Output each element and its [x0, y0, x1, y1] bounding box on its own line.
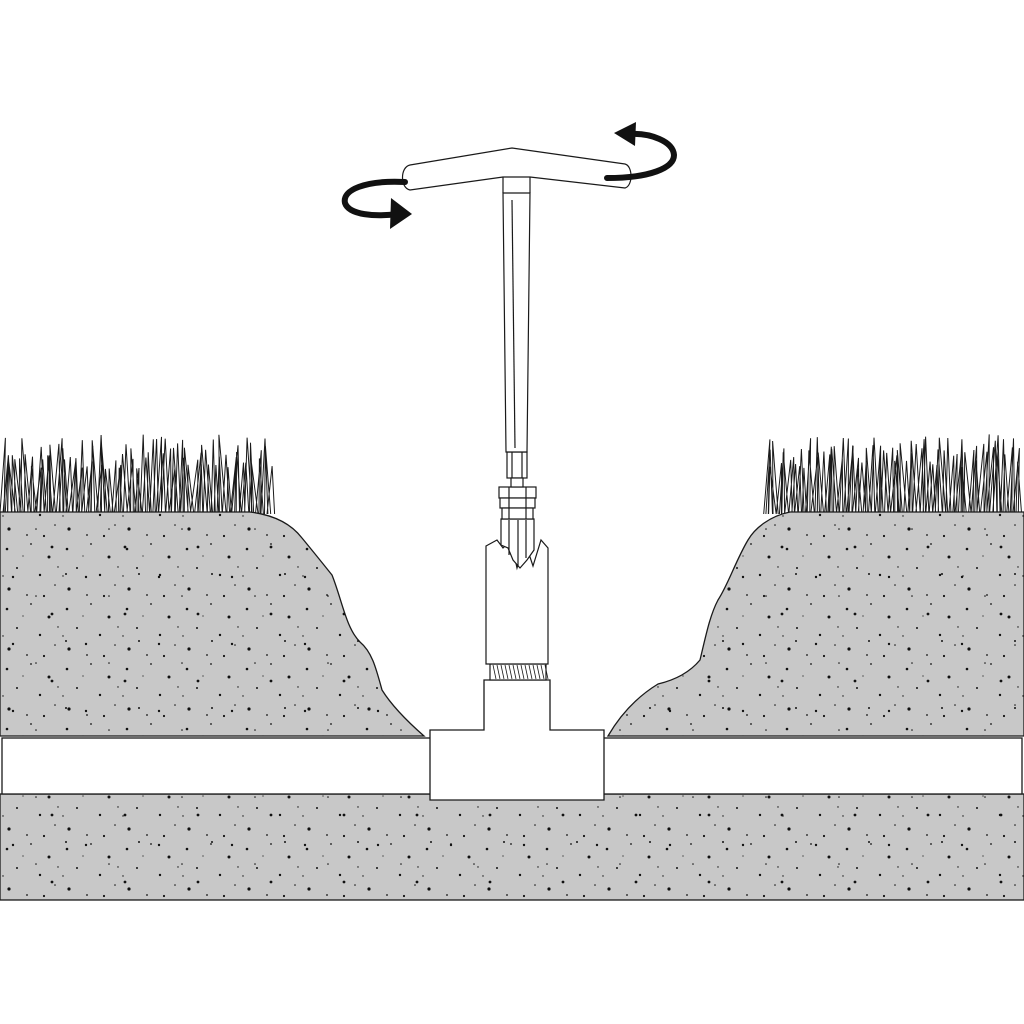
soil-left-bank — [0, 511, 426, 737]
rotation-arrow-left — [341, 178, 412, 229]
t-handle-wrench — [401, 147, 632, 569]
grass-left — [0, 434, 276, 515]
tee-fitting — [429, 679, 605, 801]
grass-right — [763, 434, 1023, 515]
rotation-arrow-right — [604, 122, 678, 181]
riser-pipe — [485, 538, 549, 681]
soil-right-bank — [606, 511, 1024, 737]
soil-bottom-layer — [0, 793, 1024, 901]
